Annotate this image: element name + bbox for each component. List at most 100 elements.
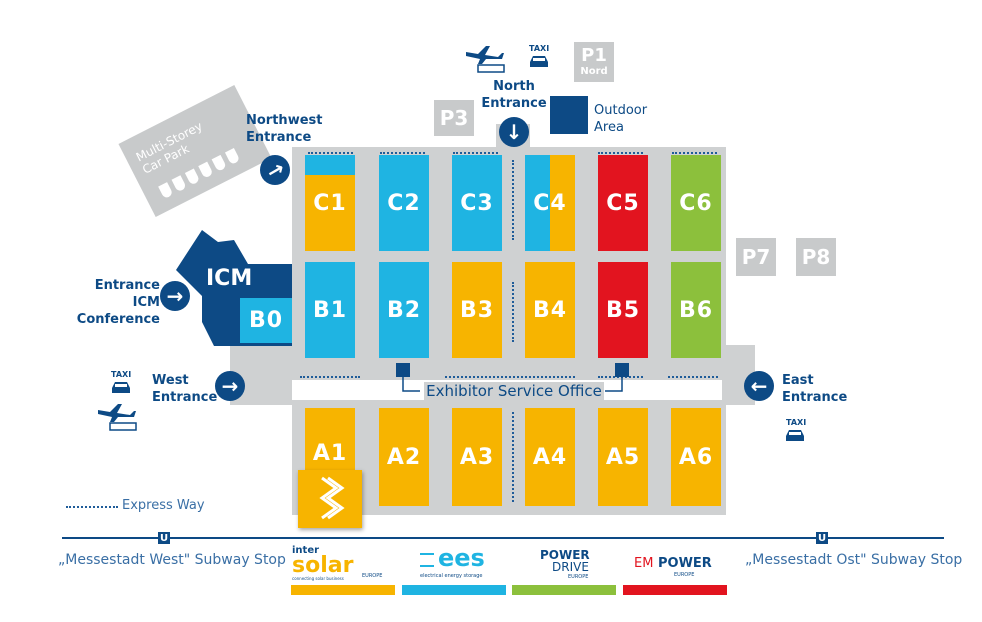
hall-c2[interactable]: C2 (379, 155, 429, 251)
hall-a6-label: A6 (678, 444, 714, 470)
hall-c3[interactable]: C3 (452, 155, 502, 251)
ees-lines-icon (420, 553, 434, 567)
hall-a2[interactable]: A2 (379, 408, 429, 506)
intersolar-logo: inter solar connecting solar business EU… (292, 545, 392, 581)
hall-c6[interactable]: C6 (671, 155, 721, 251)
northwest-entrance-label: Northwest Entrance (246, 113, 323, 145)
hall-c1[interactable]: C1 (305, 155, 355, 251)
taxi-sign-west: TAXI (111, 370, 132, 379)
north-entrance-arrow-icon[interactable]: ↓ (499, 117, 529, 147)
west-entrance-arrow-icon[interactable]: → (215, 371, 245, 401)
exhibitor-service-office-label: Exhibitor Service Office (424, 382, 604, 400)
hall-c5[interactable]: C5 (598, 155, 648, 251)
parking-p1[interactable]: P1 Nord (574, 42, 614, 82)
subway-east-icon[interactable]: U (816, 532, 828, 544)
hall-a4-label: A4 (532, 444, 568, 470)
powerdrive-line1: POWER (540, 548, 590, 562)
intersolar-region: EUROPE (362, 573, 383, 579)
parking-p3-label: P3 (439, 106, 469, 130)
east-entrance-arrow-icon[interactable]: ← (744, 371, 774, 401)
hall-b0[interactable]: B0 (240, 298, 292, 343)
express-way-north-5 (672, 152, 717, 154)
parking-p7[interactable]: P7 (736, 238, 776, 276)
hall-a2-label: A2 (386, 444, 422, 470)
hall-c5-label: C5 (606, 190, 640, 216)
express-way-vertical-3 (512, 412, 514, 502)
hall-complex-ground (292, 147, 726, 515)
hall-b4[interactable]: B4 (525, 262, 575, 358)
intersolar-tag: connecting solar business (292, 576, 344, 581)
hall-b2[interactable]: B2 (379, 262, 429, 358)
hall-b6[interactable]: B6 (671, 262, 721, 358)
express-way-vertical-2 (512, 282, 514, 342)
hall-a1-label: A1 (312, 441, 348, 466)
parking-p8[interactable]: P8 (796, 238, 836, 276)
subway-west-icon[interactable]: U (158, 532, 170, 544)
intersolar-color-bar (291, 585, 395, 595)
express-way-legend-label: Express Way (122, 498, 205, 513)
express-way-north-3 (453, 152, 498, 154)
hall-b5-label: B5 (605, 297, 641, 323)
powerdrive-logo: POWER DRIVE EUROPE (538, 548, 598, 582)
express-way-north-1 (308, 152, 353, 154)
subway-line (62, 537, 944, 539)
parking-p7-label: P7 (741, 245, 771, 269)
express-way-north-4 (598, 152, 643, 154)
empower-logo: EM POWER EUROPE (634, 556, 724, 582)
hall-a6[interactable]: A6 (671, 408, 721, 506)
powerdrive-color-bar (512, 585, 616, 595)
intersolar-top: inter (292, 545, 320, 556)
service-office-marker-east (615, 363, 629, 377)
subway-east-stop-label: „Messestadt Ost" Subway Stop (745, 552, 963, 568)
multi-storey-car-park: Multi-Storey Car Park (118, 84, 272, 218)
taxi-sign-north: TAXI (529, 44, 550, 53)
hall-c6-label: C6 (679, 190, 713, 216)
service-office-bracket (402, 377, 623, 392)
ees-tag: electrical energy storage (420, 573, 483, 579)
intersolar-wave-icon (319, 476, 345, 520)
service-office-marker-west (396, 363, 410, 377)
parking-p8-label: P8 (801, 245, 831, 269)
express-way-mid-3 (598, 376, 643, 378)
parking-p1-sub: Nord (580, 66, 608, 77)
parking-p3[interactable]: P3 (434, 100, 474, 136)
hall-a3[interactable]: A3 (452, 408, 502, 506)
hall-a4[interactable]: A4 (525, 408, 575, 506)
hall-b1[interactable]: B1 (305, 262, 355, 358)
hall-a5[interactable]: A5 (598, 408, 648, 506)
hall-b3[interactable]: B3 (452, 262, 502, 358)
icm-conference-entrance-arrow-icon[interactable]: → (160, 281, 190, 311)
express-way-legend-line (66, 506, 118, 508)
airport-bus-icon-west (98, 404, 137, 431)
ees-main: ees (438, 544, 485, 572)
intersolar-logo-tile (298, 470, 362, 528)
intersolar-main: solar (292, 553, 354, 578)
hall-a5-label: A5 (605, 444, 641, 470)
taxi-icon-east (786, 430, 804, 441)
taxi-sign-east: TAXI (786, 418, 807, 427)
outdoor-area-label: Outdoor Area (594, 103, 648, 135)
powerdrive-region: EUROPE (568, 574, 589, 580)
express-way-north-2 (380, 152, 425, 154)
hall-b5[interactable]: B5 (598, 262, 648, 358)
hall-b6-label: B6 (678, 297, 714, 323)
express-way-mid-1 (300, 376, 360, 378)
ees-color-bar (402, 585, 506, 595)
northwest-entrance-arrow-icon[interactable]: → (260, 155, 290, 185)
hall-c2-label: C2 (387, 190, 421, 216)
hall-b1-label: B1 (312, 297, 348, 323)
hall-b3-label: B3 (459, 297, 495, 323)
icm-label: ICM (206, 266, 253, 291)
express-way-mid-2 (445, 376, 575, 378)
hall-c3-label: C3 (460, 190, 494, 216)
hall-c4[interactable]: C4 (525, 155, 575, 251)
empower-region: EUROPE (674, 572, 695, 578)
hall-b0-label: B0 (248, 308, 284, 333)
empower-color-bar (623, 585, 727, 595)
outdoor-area-square[interactable] (550, 96, 588, 134)
taxi-icon-west (112, 382, 130, 393)
express-way-vertical-1 (512, 160, 514, 240)
powerdrive-line2: DRIVE (552, 560, 589, 574)
hall-b4-label: B4 (532, 297, 568, 323)
